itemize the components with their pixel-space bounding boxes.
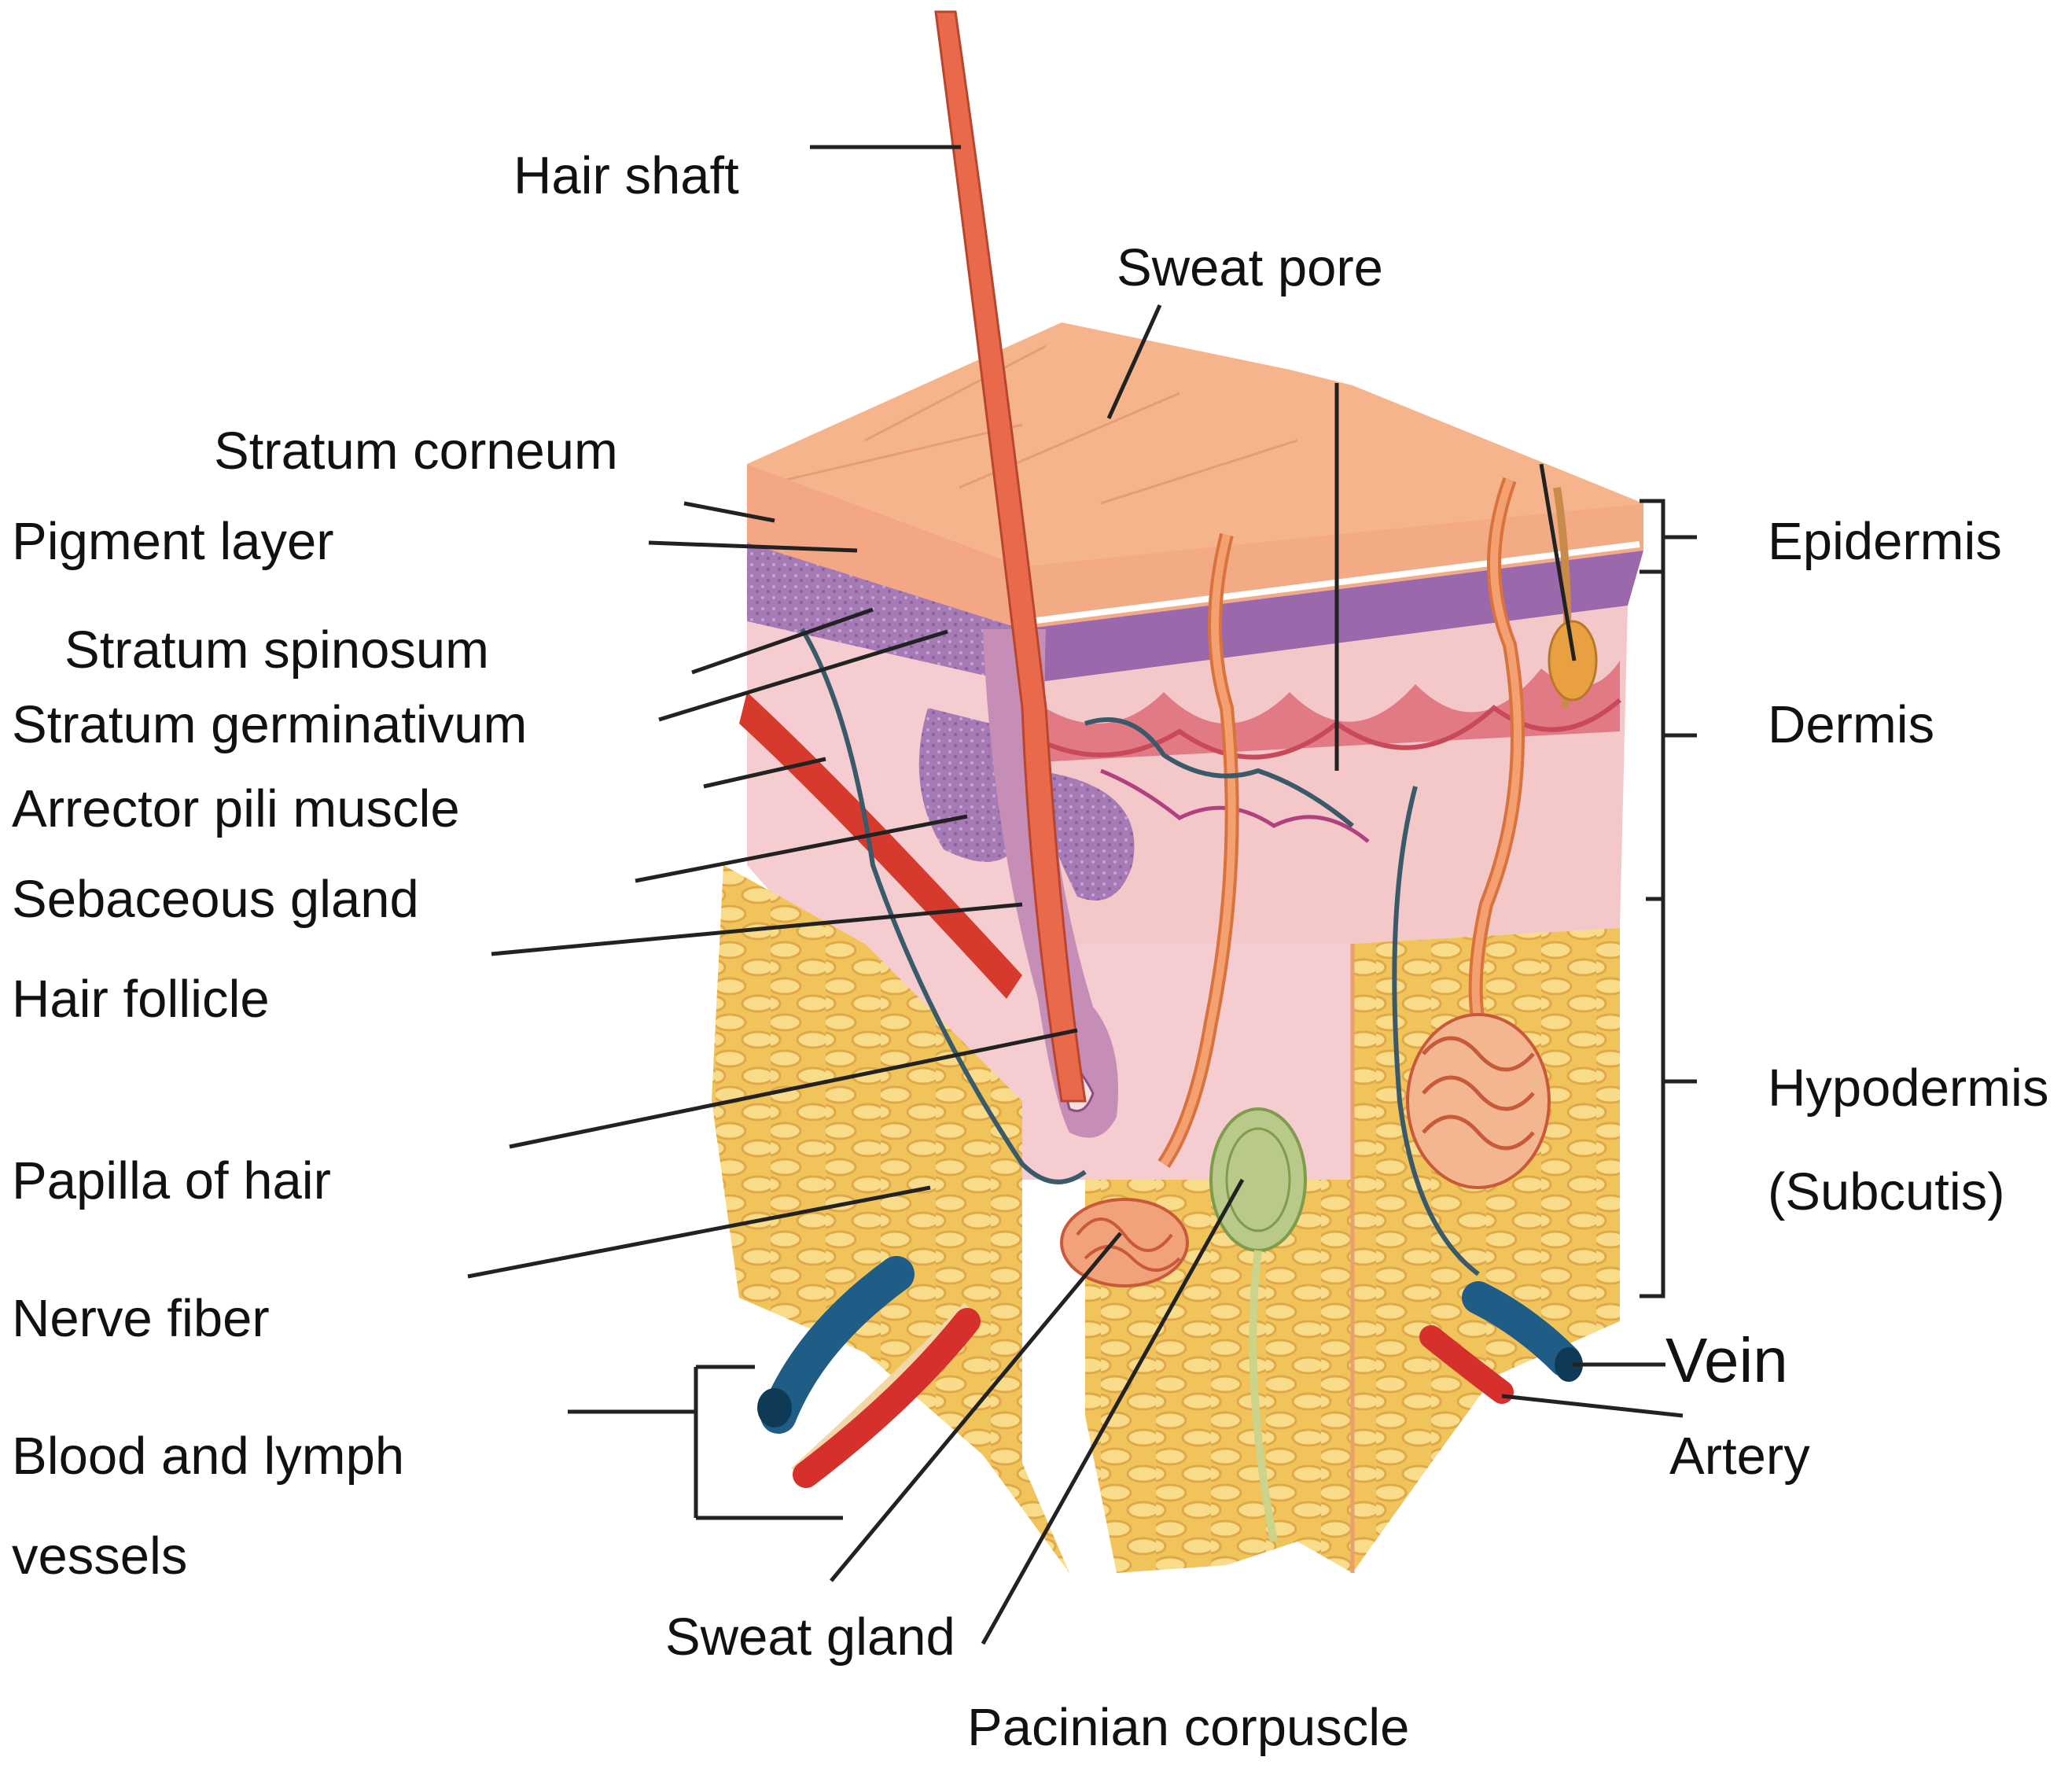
leader-arrector-pili <box>703 757 826 789</box>
label-hair-shaft: Hair shaft <box>513 146 739 205</box>
leader-sweat-gland <box>830 1232 1122 1582</box>
vessels-left <box>757 1256 981 1488</box>
leader-sebaceous-gland <box>635 814 968 883</box>
hair-shaft <box>934 10 1087 1103</box>
label-epidermis: Epidermis <box>1768 512 2002 571</box>
sweat-gland-center <box>1060 532 1239 1287</box>
label-dermis: Dermis <box>1768 695 1935 754</box>
label-hypodermis: Hypodermis <box>1768 1059 2049 1118</box>
label-hair-follicle: Hair follicle <box>12 970 270 1029</box>
label-stratum-germinativum: Stratum germinativum <box>12 695 528 754</box>
vessels-right <box>1419 1281 1583 1404</box>
leader-lines <box>467 145 1577 1645</box>
label-blood-lymph-line1: Blood and lymph <box>12 1427 405 1486</box>
nerve-fibers <box>800 628 1480 1276</box>
leader-stratum-germinativum <box>658 629 948 722</box>
label-stratum-corneum: Stratum corneum <box>214 422 618 481</box>
leader-blood-lymph <box>568 1365 843 1520</box>
leader-pacinian <box>981 1178 1245 1645</box>
stratum-corneum-surface <box>747 322 1643 566</box>
leader-right-hair <box>1539 463 1577 661</box>
label-arrector-pili-muscle: Arrector pili muscle <box>12 779 460 838</box>
label-blood-lymph-line2: vessels <box>12 1527 188 1586</box>
sweat-gland-right <box>1406 477 1598 1189</box>
leader-sweat-pore <box>1106 304 1162 420</box>
label-artery: Artery <box>1669 1427 1810 1486</box>
label-vein: Vein <box>1665 1325 1788 1395</box>
leader-pigment-layer <box>648 540 858 553</box>
label-papilla-of-hair: Papilla of hair <box>12 1151 331 1210</box>
label-subcutis: (Subcutis) <box>1768 1162 2005 1221</box>
pacinian-corpuscle <box>1209 1107 1307 1542</box>
hypodermis-layer <box>712 865 1620 1573</box>
leader-nerve-fiber <box>467 1185 931 1279</box>
label-nerve-fiber: Nerve fiber <box>12 1289 270 1348</box>
leader-papilla-of-hair <box>509 1028 1078 1149</box>
leader-stratum-spinosum <box>691 607 874 675</box>
arrector-pili-muscle <box>739 692 1022 999</box>
label-pacinian-corpuscle: Pacinian corpuscle <box>967 1698 1410 1757</box>
layer-bracket <box>1501 499 1697 1418</box>
label-sweat-gland: Sweat gland <box>665 1608 955 1667</box>
label-sweat-pore: Sweat pore <box>1117 238 1383 297</box>
label-pigment-layer: Pigment layer <box>12 512 334 571</box>
label-sebaceous-gland: Sebaceous gland <box>12 870 419 929</box>
label-stratum-spinosum: Stratum spinosum <box>64 621 489 680</box>
leader-artery <box>1501 1394 1684 1418</box>
leader-stratum-corneum <box>683 501 775 523</box>
leader-hair-follicle <box>491 902 1023 956</box>
